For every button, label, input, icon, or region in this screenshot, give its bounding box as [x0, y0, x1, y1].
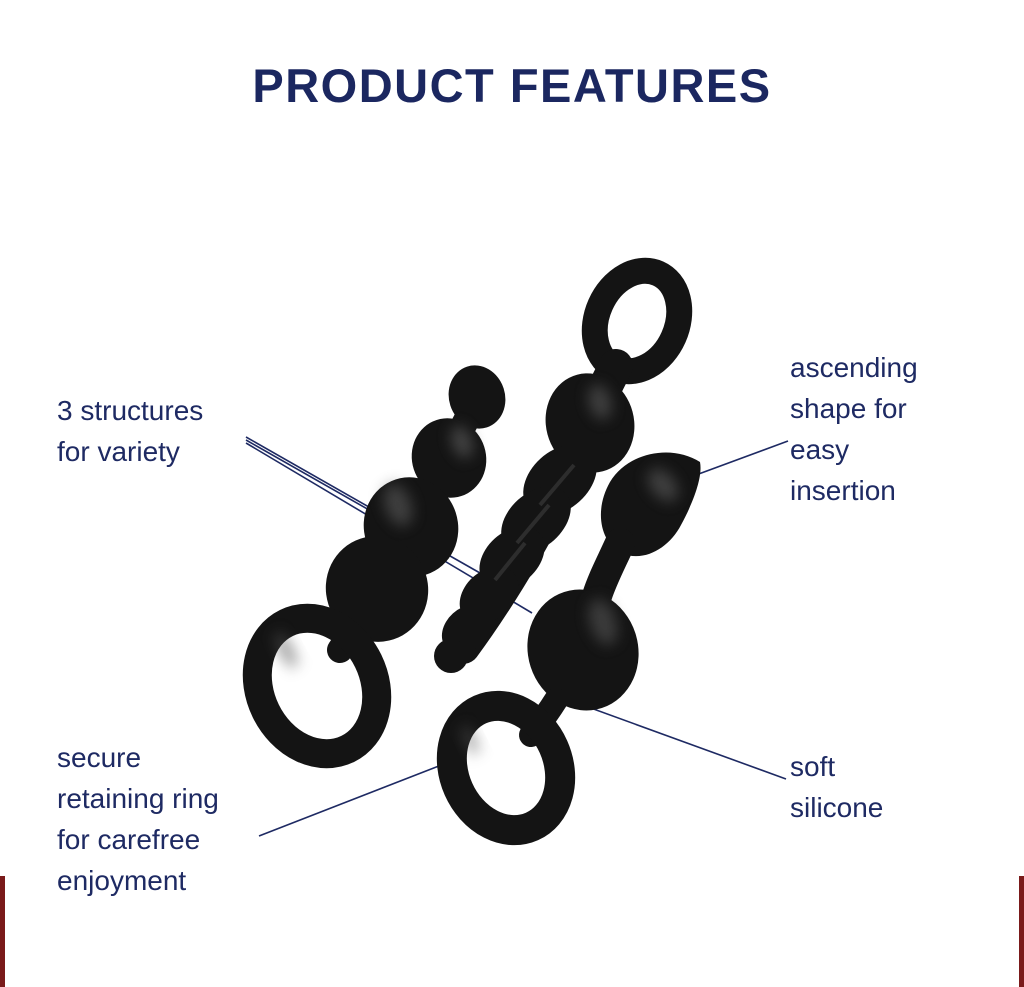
beaded-plug-retaining-ring — [242, 603, 392, 769]
highlight — [274, 632, 298, 668]
highlight — [588, 384, 612, 420]
bulb-plug-waist — [582, 528, 635, 611]
highlight — [450, 425, 474, 459]
highlight — [588, 598, 618, 646]
callout-structures: 3 structures for variety — [57, 395, 204, 467]
twist-groove-highlights — [493, 463, 576, 582]
bulb-plug-retaining-ring — [436, 690, 576, 846]
twisted-plug-tip — [434, 639, 468, 673]
twisted-plug-illustration — [434, 257, 693, 673]
beaded-plug-bead-4 — [325, 536, 429, 642]
carousel-edge-left — [0, 876, 5, 987]
beaded-plug-illustration — [242, 365, 506, 769]
page-title: PRODUCT FEATURES — [252, 59, 772, 112]
callout-ascending-shape: ascending shape for easy insertion — [790, 352, 918, 506]
highlight — [383, 483, 413, 527]
highlight — [461, 725, 479, 755]
beaded-plug-bead-1 — [448, 365, 506, 429]
callout-line-silicone — [565, 698, 787, 780]
callout-line-retaining-ring — [258, 756, 463, 837]
callout-retaining-ring: secure retaining ring for carefree enjoy… — [57, 742, 219, 896]
bulb-plug-illustration — [436, 452, 701, 846]
twisted-plug-retaining-ring — [581, 257, 693, 385]
highlight — [647, 468, 679, 502]
callout-soft-silicone: soft silicone — [790, 751, 884, 823]
carousel-edge-right — [1019, 876, 1024, 987]
